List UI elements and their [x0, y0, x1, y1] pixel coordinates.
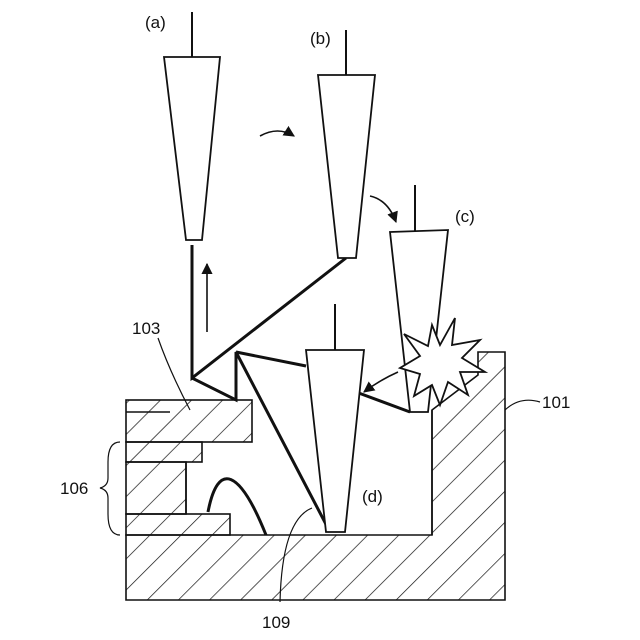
leader-101	[505, 400, 540, 410]
capillary-b	[318, 30, 375, 258]
label-ref-109: 109	[262, 613, 290, 632]
label-ref-106: 106	[60, 479, 88, 498]
capillary-a	[164, 12, 220, 240]
curved-arrow-cd-icon	[364, 372, 398, 392]
curved-arrow-bc-icon	[370, 196, 396, 222]
label-step-a: (a)	[145, 13, 166, 32]
label-ref-103: 103	[132, 319, 160, 338]
capillary-d	[306, 304, 364, 532]
label-ref-101: 101	[542, 393, 570, 412]
layer-103	[126, 400, 252, 442]
label-step-c: (c)	[455, 207, 475, 226]
label-step-d: (d)	[362, 487, 383, 506]
curved-arrow-ab-icon	[260, 131, 294, 136]
brace-106	[100, 442, 120, 535]
label-step-b: (b)	[310, 29, 331, 48]
